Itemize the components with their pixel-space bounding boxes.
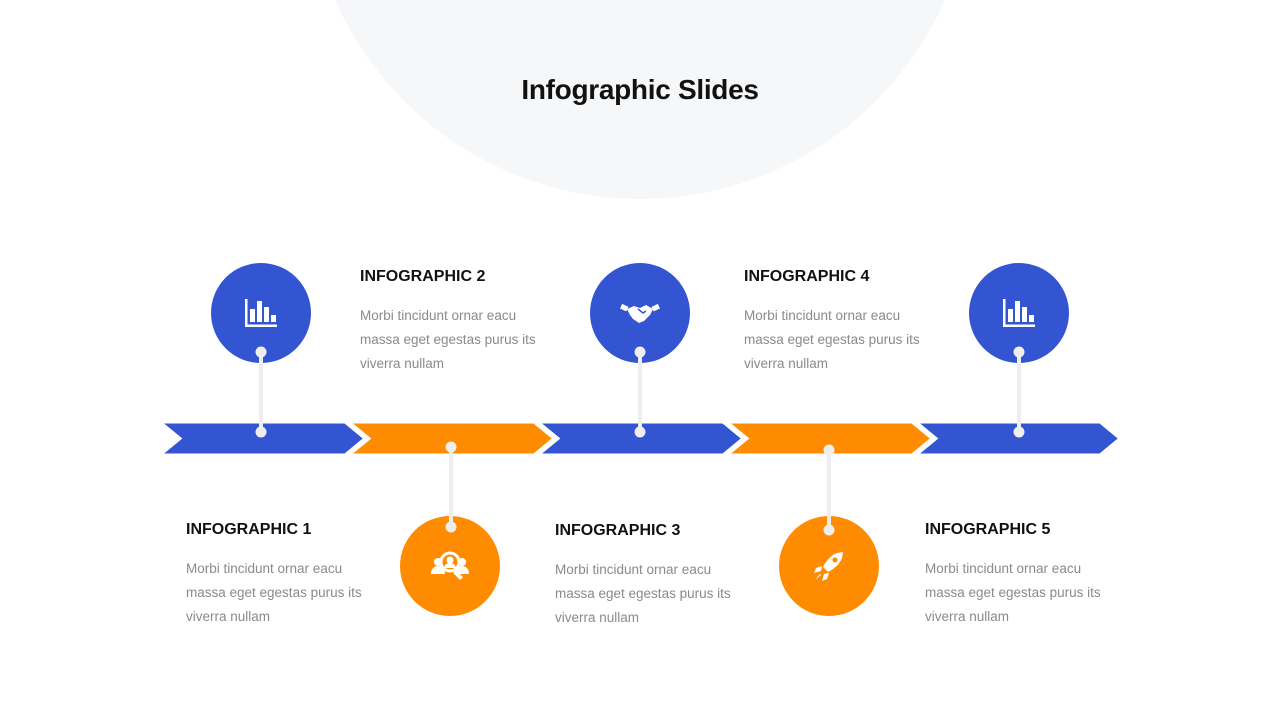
handshake-icon <box>620 303 660 323</box>
step-2-body: Morbi tincidunt ornar eacu massa eget eg… <box>360 308 536 371</box>
step-3-heading: INFOGRAPHIC 3 <box>555 522 681 539</box>
step-3-body: Morbi tincidunt ornar eacu massa eget eg… <box>555 562 731 625</box>
chevron-segment-5 <box>911 420 1123 457</box>
bar-chart-icon <box>245 299 277 327</box>
chevron-segment-3 <box>533 420 746 457</box>
step-5-node <box>969 263 1069 363</box>
page-title: Infographic Slides <box>521 74 759 105</box>
step-1-heading: INFOGRAPHIC 1 <box>186 521 312 538</box>
step-4-body: Morbi tincidunt ornar eacu massa eget eg… <box>744 308 920 371</box>
step-2-heading: INFOGRAPHIC 2 <box>360 268 486 285</box>
chevron-segment-2 <box>344 420 557 457</box>
chevron-segment-4 <box>722 420 935 457</box>
step-5-heading: INFOGRAPHIC 5 <box>925 521 1051 538</box>
step-4-heading: INFOGRAPHIC 4 <box>744 268 870 285</box>
step-1-body: Morbi tincidunt ornar eacu massa eget eg… <box>186 561 362 624</box>
rocket-icon <box>814 552 843 581</box>
chevron-segment-1 <box>155 420 368 457</box>
step-5-body: Morbi tincidunt ornar eacu massa eget eg… <box>925 561 1101 624</box>
step-3-node <box>590 263 690 363</box>
user-search-icon <box>431 551 469 580</box>
step-2-node <box>400 516 500 616</box>
bar-chart-icon <box>1003 299 1035 327</box>
step-1-node <box>211 263 311 363</box>
